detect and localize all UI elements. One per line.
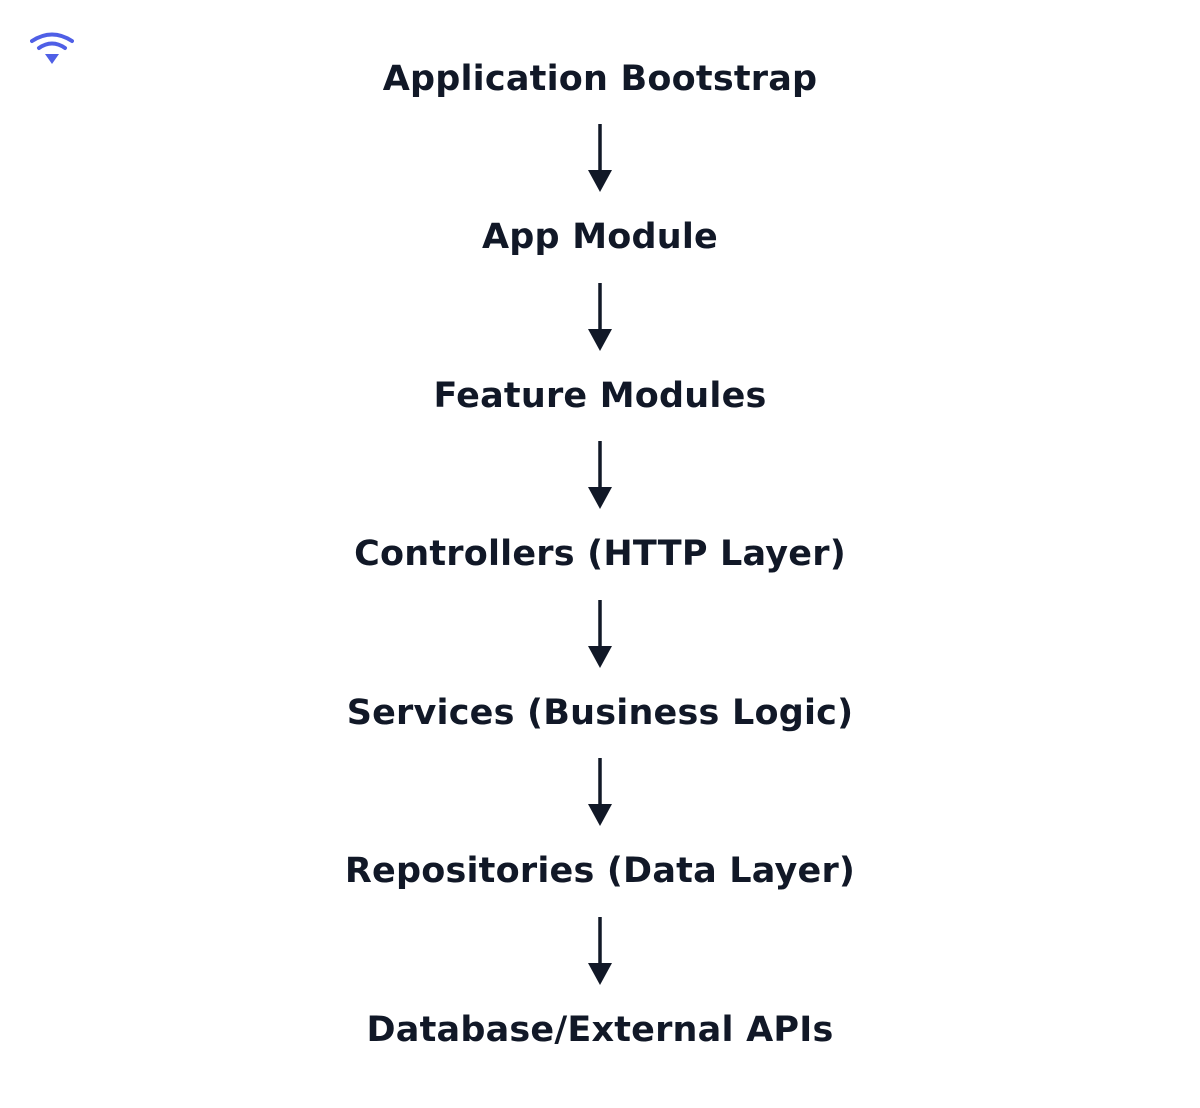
down-arrow-icon — [588, 441, 612, 509]
brand-logo-icon — [30, 30, 74, 66]
step-repositories: Repositories (Data Layer) — [344, 851, 856, 891]
step-app-module: App Module — [482, 217, 718, 257]
step-services: Services (Business Logic) — [346, 693, 854, 733]
down-arrow-icon — [588, 917, 612, 985]
step-application-bootstrap: Application Bootstrap — [382, 59, 818, 99]
down-arrow-icon — [588, 283, 612, 351]
step-feature-modules: Feature Modules — [433, 376, 767, 416]
down-arrow-icon — [588, 758, 612, 826]
down-arrow-icon — [588, 600, 612, 668]
down-arrow-icon — [588, 124, 612, 192]
step-controllers: Controllers (HTTP Layer) — [354, 534, 846, 574]
step-database-external-apis: Database/External APIs — [366, 1010, 834, 1050]
